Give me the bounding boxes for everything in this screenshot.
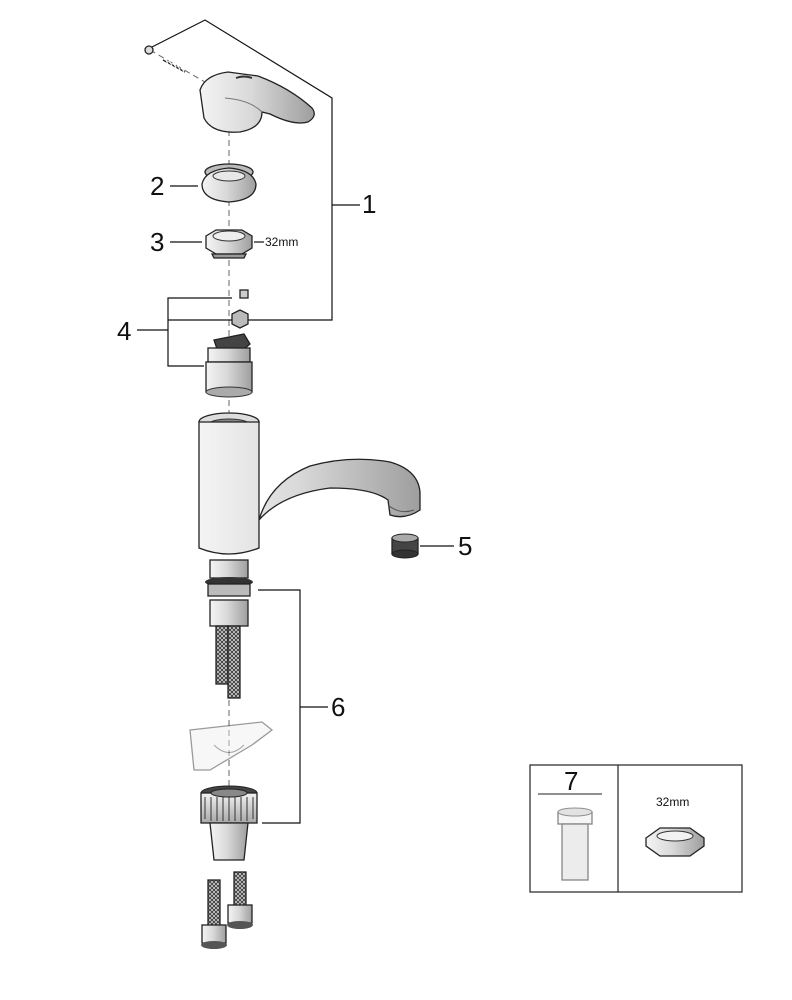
callout-1: 1: [362, 189, 376, 219]
callout-7: 7: [564, 766, 578, 796]
callout-1-bracket: [151, 19, 360, 321]
inset-nut-size-label: 32mm: [656, 795, 689, 809]
callout-4-bracket: [137, 297, 232, 367]
callout-6-bracket: [258, 589, 328, 824]
handle-icon: [199, 71, 315, 133]
supply-connector-icon: [201, 871, 253, 949]
cartridge-icon: [205, 333, 253, 398]
callout-3: 3: [150, 227, 164, 257]
callout-5: 5: [458, 531, 472, 561]
nut-spare-icon: [645, 827, 705, 857]
aerator-icon: [391, 533, 419, 559]
cover-cap-icon: [201, 163, 257, 203]
hose-icon: [215, 625, 241, 699]
mounting-set-icon: [200, 785, 258, 861]
screw-axis: [149, 49, 211, 86]
spare-parts-inset: [529, 764, 743, 893]
callout-6: 6: [331, 692, 345, 722]
threaded-connector-icon: [205, 559, 253, 627]
grub-screw-icon: [144, 45, 186, 73]
stabiliser-plate-icon: [189, 721, 274, 771]
faucet-body-icon: [198, 412, 421, 555]
callout-2: 2: [150, 171, 164, 201]
nut-size-label: 32mm: [265, 235, 298, 249]
callout-4: 4: [117, 316, 131, 346]
cartridge-screws-icon: [231, 289, 249, 329]
cartridge-spare-icon: [557, 807, 593, 881]
nut-icon: [205, 229, 253, 259]
